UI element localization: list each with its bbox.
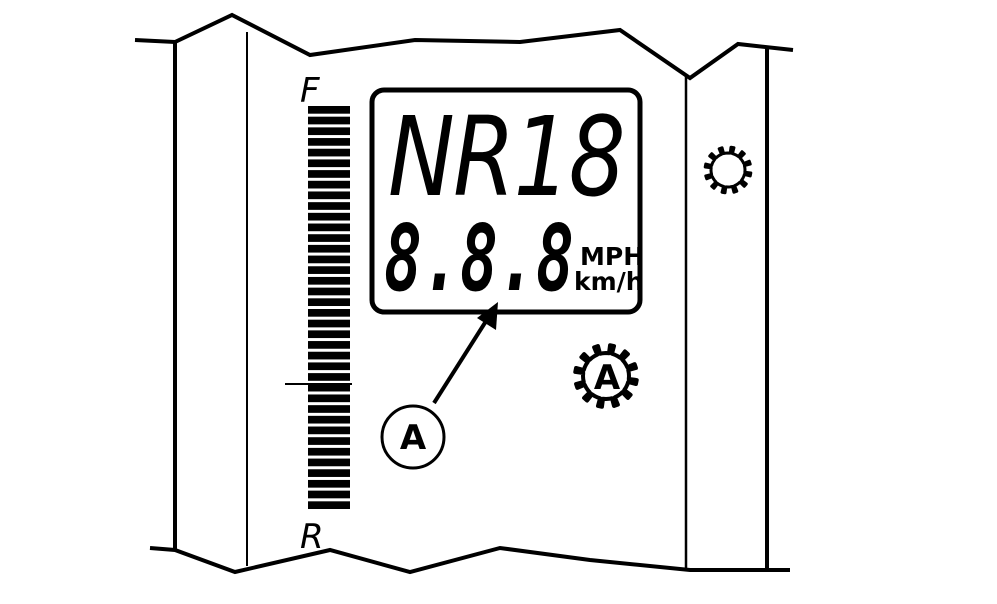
gauge-segment [308, 244, 350, 253]
unit-kmh: km/h [574, 267, 644, 296]
gauge-segment [308, 394, 350, 403]
gauge-segment [308, 159, 350, 168]
gauge-segment [308, 490, 350, 499]
gauge-top-label: F [300, 71, 320, 111]
gauge-segment [308, 447, 350, 456]
callout-arrow-line [432, 316, 490, 405]
gauge-segment [308, 234, 350, 242]
callout-label: A [400, 418, 427, 458]
gauge-segment [308, 426, 350, 435]
gauge-segment [308, 212, 350, 221]
gear-icon [703, 145, 753, 195]
gauge-segment [308, 479, 350, 488]
gauge-segment [308, 469, 350, 477]
gauge-segment [308, 266, 350, 274]
gauge-segment [308, 309, 350, 317]
gauge-segment [308, 138, 350, 146]
unit-mph: MPH [580, 242, 644, 271]
auto-gear-icon [573, 343, 639, 409]
gauge-segment [308, 127, 350, 136]
gauge-segment [308, 415, 350, 424]
gauge-segment [308, 298, 350, 307]
gauge-segment [308, 330, 350, 339]
callout-circle [380, 404, 446, 470]
gauge-segment [308, 255, 350, 264]
gauge-segment [308, 287, 350, 296]
bar-gauge [308, 106, 350, 510]
gauge-segment [308, 202, 350, 210]
gauge-segment [308, 458, 350, 467]
gauge-segment [308, 180, 350, 189]
gauge-segment [308, 405, 350, 413]
lcd-line-1: NR18 [388, 93, 624, 221]
gauge-segment [308, 341, 350, 349]
gauge-segment [308, 501, 350, 510]
gauge-segment [308, 351, 350, 360]
gauge-segment [308, 276, 350, 285]
gauge-segment [308, 437, 350, 445]
panel-bottom-edge [149, 545, 790, 575]
gauge-segment [308, 362, 350, 371]
auto-gear-letter: A [594, 358, 621, 398]
gauge-segment [308, 383, 350, 392]
gear-outline [573, 343, 639, 409]
callout-arrowhead [477, 302, 498, 330]
gauge-segment [308, 148, 350, 157]
panel-top-edge [134, 12, 794, 81]
lcd-speed-readout: 8.8.8 [384, 205, 574, 312]
gear-outline [703, 145, 753, 195]
lcd-display-frame [369, 87, 643, 315]
gauge-segment [308, 116, 350, 125]
gauge-segment [308, 223, 350, 232]
gauge-segment [308, 373, 350, 381]
gauge-bottom-label: R [300, 517, 324, 557]
gauge-segment [308, 319, 350, 328]
gauge-segment [308, 170, 350, 178]
gauge-segment [308, 191, 350, 200]
gauge-segment [308, 106, 350, 114]
